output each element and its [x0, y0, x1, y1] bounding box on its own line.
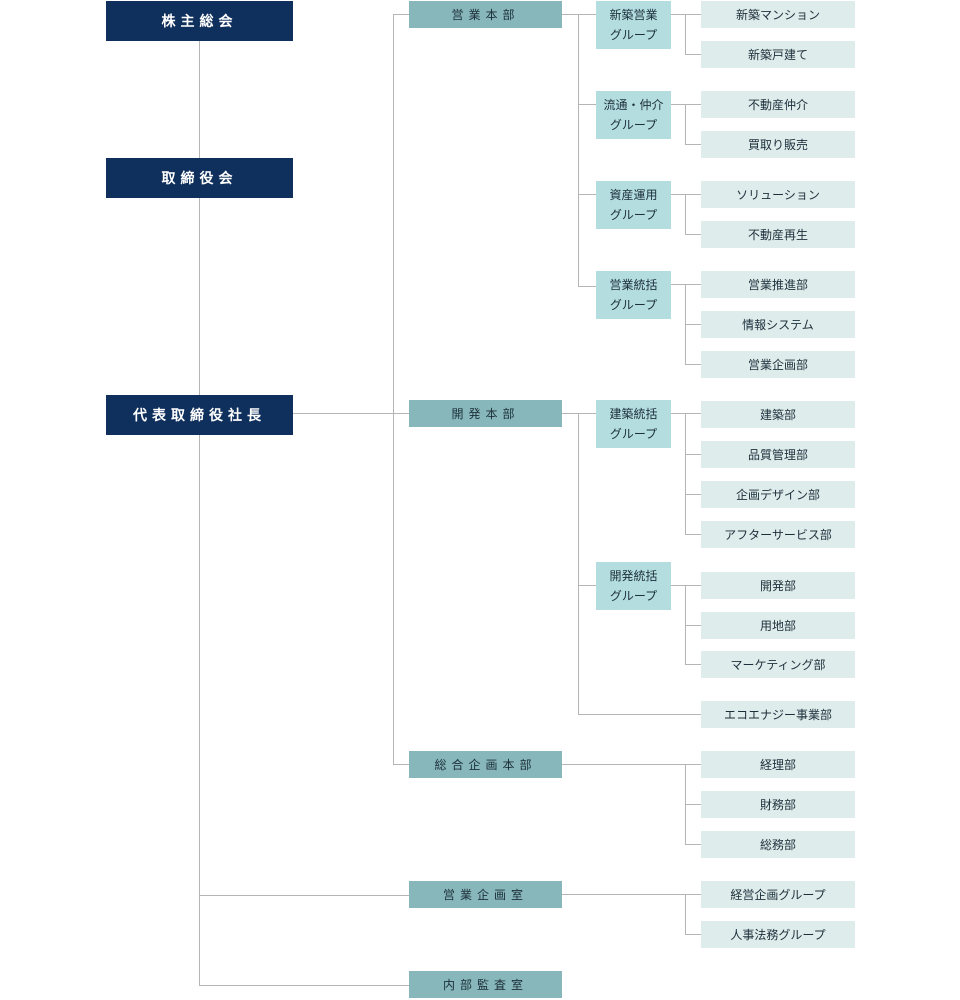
- group-label: グループ: [609, 208, 658, 222]
- connector-line: [685, 413, 686, 535]
- connector-line: [685, 894, 686, 935]
- connector-line: [393, 14, 394, 765]
- dept-sales-promotion: 営業推進部: [701, 271, 855, 298]
- connector-line: [685, 804, 701, 805]
- dept-sales-planning: 営業企画部: [701, 351, 855, 378]
- group-label: 営業統括: [609, 278, 658, 292]
- connector-line: [685, 934, 701, 935]
- dept-new-house: 新築戸建て: [701, 41, 855, 68]
- connector-line: [578, 104, 596, 105]
- connector-line: [671, 104, 701, 105]
- connector-line: [199, 985, 409, 986]
- connector-line: [685, 844, 701, 845]
- dept-accounting: 経理部: [701, 751, 855, 778]
- dept-construction: 建築部: [701, 401, 855, 428]
- dept-general-affairs: 総務部: [701, 831, 855, 858]
- dept-eco-energy: エコエナジー事業部: [701, 701, 855, 728]
- group-label: 建築統括: [609, 407, 658, 421]
- group-label: グループ: [609, 298, 658, 312]
- group-asset-management: 資産運用 グループ: [596, 181, 671, 229]
- dept-management-planning-group: 経営企画グループ: [701, 881, 855, 908]
- connector-line: [685, 364, 701, 365]
- group-label: グループ: [609, 28, 658, 42]
- connector-line: [685, 664, 701, 665]
- connector-line: [685, 534, 701, 535]
- division-internal-audit: 内部監査室: [409, 971, 562, 998]
- dept-hr-legal-group: 人事法務グループ: [701, 921, 855, 948]
- connector-line: [199, 895, 409, 896]
- connector-line: [671, 284, 701, 285]
- group-sales-control: 営業統括 グループ: [596, 271, 671, 319]
- connector-line: [562, 764, 701, 765]
- connector-line: [671, 585, 701, 586]
- dept-finance: 財務部: [701, 791, 855, 818]
- connector-line: [393, 413, 409, 414]
- connector-line: [562, 14, 596, 15]
- dept-info-system: 情報システム: [701, 311, 855, 338]
- connector-line: [671, 413, 701, 414]
- division-general-planning: 総合企画本部: [409, 751, 562, 778]
- dept-marketing: マーケティング部: [701, 651, 855, 678]
- connector-line: [578, 585, 596, 586]
- dept-real-estate-renewal: 不動産再生: [701, 221, 855, 248]
- group-label: 資産運用: [609, 188, 658, 202]
- dept-quality: 品質管理部: [701, 441, 855, 468]
- connector-line: [393, 14, 409, 15]
- connector-line: [685, 324, 701, 325]
- division-sales-planning-office: 営業企画室: [409, 881, 562, 908]
- group-label: 新築営業: [609, 8, 658, 22]
- group-new-build-sales: 新築営業 グループ: [596, 1, 671, 49]
- connector-line: [292, 413, 393, 414]
- connector-line: [671, 194, 701, 195]
- connector-line: [685, 494, 701, 495]
- connector-line: [393, 764, 409, 765]
- dept-solution: ソリューション: [701, 181, 855, 208]
- division-sales: 営業本部: [409, 1, 562, 28]
- connector-line: [685, 194, 686, 235]
- group-label: グループ: [609, 427, 658, 441]
- connector-line: [671, 14, 701, 15]
- dept-design: 企画デザイン部: [701, 481, 855, 508]
- division-development: 開発本部: [409, 400, 562, 427]
- connector-line: [562, 894, 701, 895]
- group-label: グループ: [609, 589, 658, 603]
- connector-line: [578, 286, 596, 287]
- connector-line: [562, 413, 596, 414]
- connector-line: [578, 194, 596, 195]
- connector-line: [685, 454, 701, 455]
- group-label: グループ: [609, 118, 658, 132]
- dept-after-service: アフターサービス部: [701, 521, 855, 548]
- shareholders-meeting-box: 株主総会: [106, 1, 293, 41]
- dept-real-estate-brokerage: 不動産仲介: [701, 91, 855, 118]
- dept-new-mansion: 新築マンション: [701, 1, 855, 28]
- connector-line: [578, 14, 579, 287]
- group-brokerage: 流通・仲介 グループ: [596, 91, 671, 139]
- dept-land: 用地部: [701, 612, 855, 639]
- group-construction-control: 建築統括 グループ: [596, 400, 671, 448]
- group-label: 流通・仲介: [603, 98, 664, 112]
- dept-development: 開発部: [701, 572, 855, 599]
- connector-line: [685, 625, 701, 626]
- connector-line: [578, 714, 701, 715]
- group-development-control: 開発統括 グループ: [596, 562, 671, 610]
- dept-buy-sell: 買取り販売: [701, 131, 855, 158]
- board-of-directors-box: 取締役会: [106, 158, 293, 198]
- group-label: 開発統括: [609, 569, 658, 583]
- connector-line: [199, 40, 200, 986]
- connector-line: [578, 413, 579, 715]
- connector-line: [685, 104, 686, 145]
- connector-line: [685, 54, 701, 55]
- connector-line: [685, 234, 701, 235]
- connector-line: [685, 144, 701, 145]
- connector-line: [685, 14, 686, 55]
- president-box: 代表取締役社長: [106, 395, 293, 435]
